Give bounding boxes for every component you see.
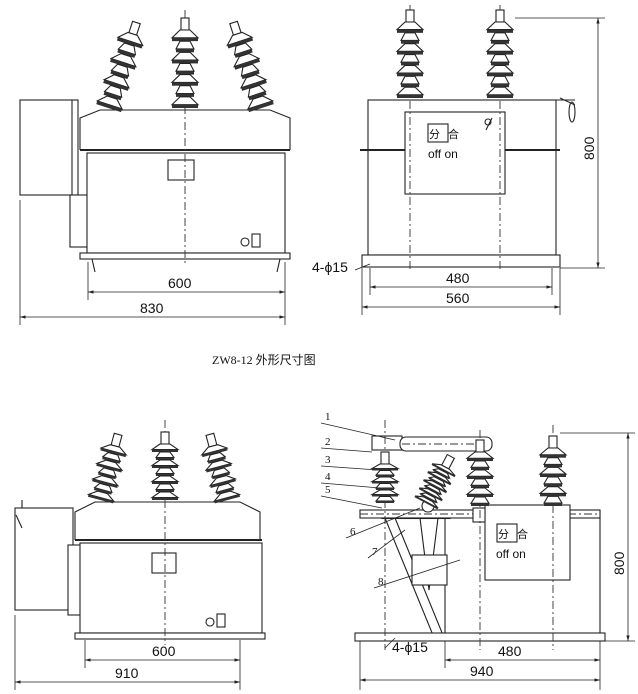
insulator	[86, 432, 128, 504]
part-callouts: 1 2 3 45 6 7 8	[320, 411, 461, 589]
control-cabinet	[19, 99, 79, 196]
dim-600: 600	[152, 643, 176, 659]
insulator	[485, 9, 515, 98]
part-number-6: 6	[350, 526, 356, 538]
part-number-3: 3	[325, 454, 331, 466]
leader-line	[320, 495, 383, 509]
holes-label: 4-ϕ15	[392, 639, 428, 655]
leader-line	[320, 447, 373, 453]
dim-910: 910	[115, 665, 139, 681]
open-label: 分	[429, 128, 440, 141]
dim-480: 480	[498, 643, 522, 659]
insulator	[395, 9, 425, 98]
dim-800: 800	[581, 136, 597, 160]
open-label: 分	[498, 528, 509, 541]
top-side-view: 分 合 off on 800 4-ϕ15 480 560	[312, 5, 605, 315]
insulator	[226, 20, 275, 113]
dim-940: 940	[470, 663, 494, 679]
part-number-1: 1	[325, 411, 331, 423]
close-label: 合	[448, 127, 459, 141]
insulator	[369, 451, 401, 503]
part-number-8: 8	[378, 576, 384, 588]
dim-600: 600	[168, 275, 192, 291]
leader-line	[373, 559, 461, 589]
bottom-side-view: 分 合 off on 800 4-ϕ15 480 940 1 2 3 45 6 7 8	[320, 411, 635, 690]
part-number-5: 5	[325, 484, 331, 496]
insulator	[170, 17, 200, 108]
holes-label: 4-ϕ15	[312, 259, 348, 275]
leader-line	[367, 529, 406, 559]
close-label: 合	[517, 527, 528, 541]
part-number-7: 7	[372, 546, 378, 558]
dim-800: 800	[611, 551, 627, 575]
drawing-caption: ZW8-12 外形尺寸图	[212, 353, 316, 367]
leader-line	[320, 482, 381, 489]
leader-line	[320, 465, 379, 471]
leader-line	[320, 422, 396, 441]
bottom-front-view: 600 910	[14, 420, 266, 690]
dim-480: 480	[446, 270, 470, 286]
part-number-2: 2	[325, 436, 331, 448]
insulator	[150, 431, 180, 500]
leader-line	[345, 507, 421, 539]
off-on-label: off on	[428, 147, 458, 161]
insulator	[465, 439, 495, 506]
part-number-4: 4	[325, 471, 331, 483]
insulator	[200, 432, 242, 504]
control-cabinet	[14, 507, 74, 611]
dim-560: 560	[446, 290, 470, 306]
insulator	[538, 435, 568, 506]
top-front-view: 600 830	[19, 10, 291, 325]
insulators	[86, 9, 568, 510]
off-on-label: off on	[496, 547, 526, 561]
dim-830: 830	[140, 300, 164, 316]
insulator	[95, 20, 144, 113]
insulator	[414, 453, 456, 510]
